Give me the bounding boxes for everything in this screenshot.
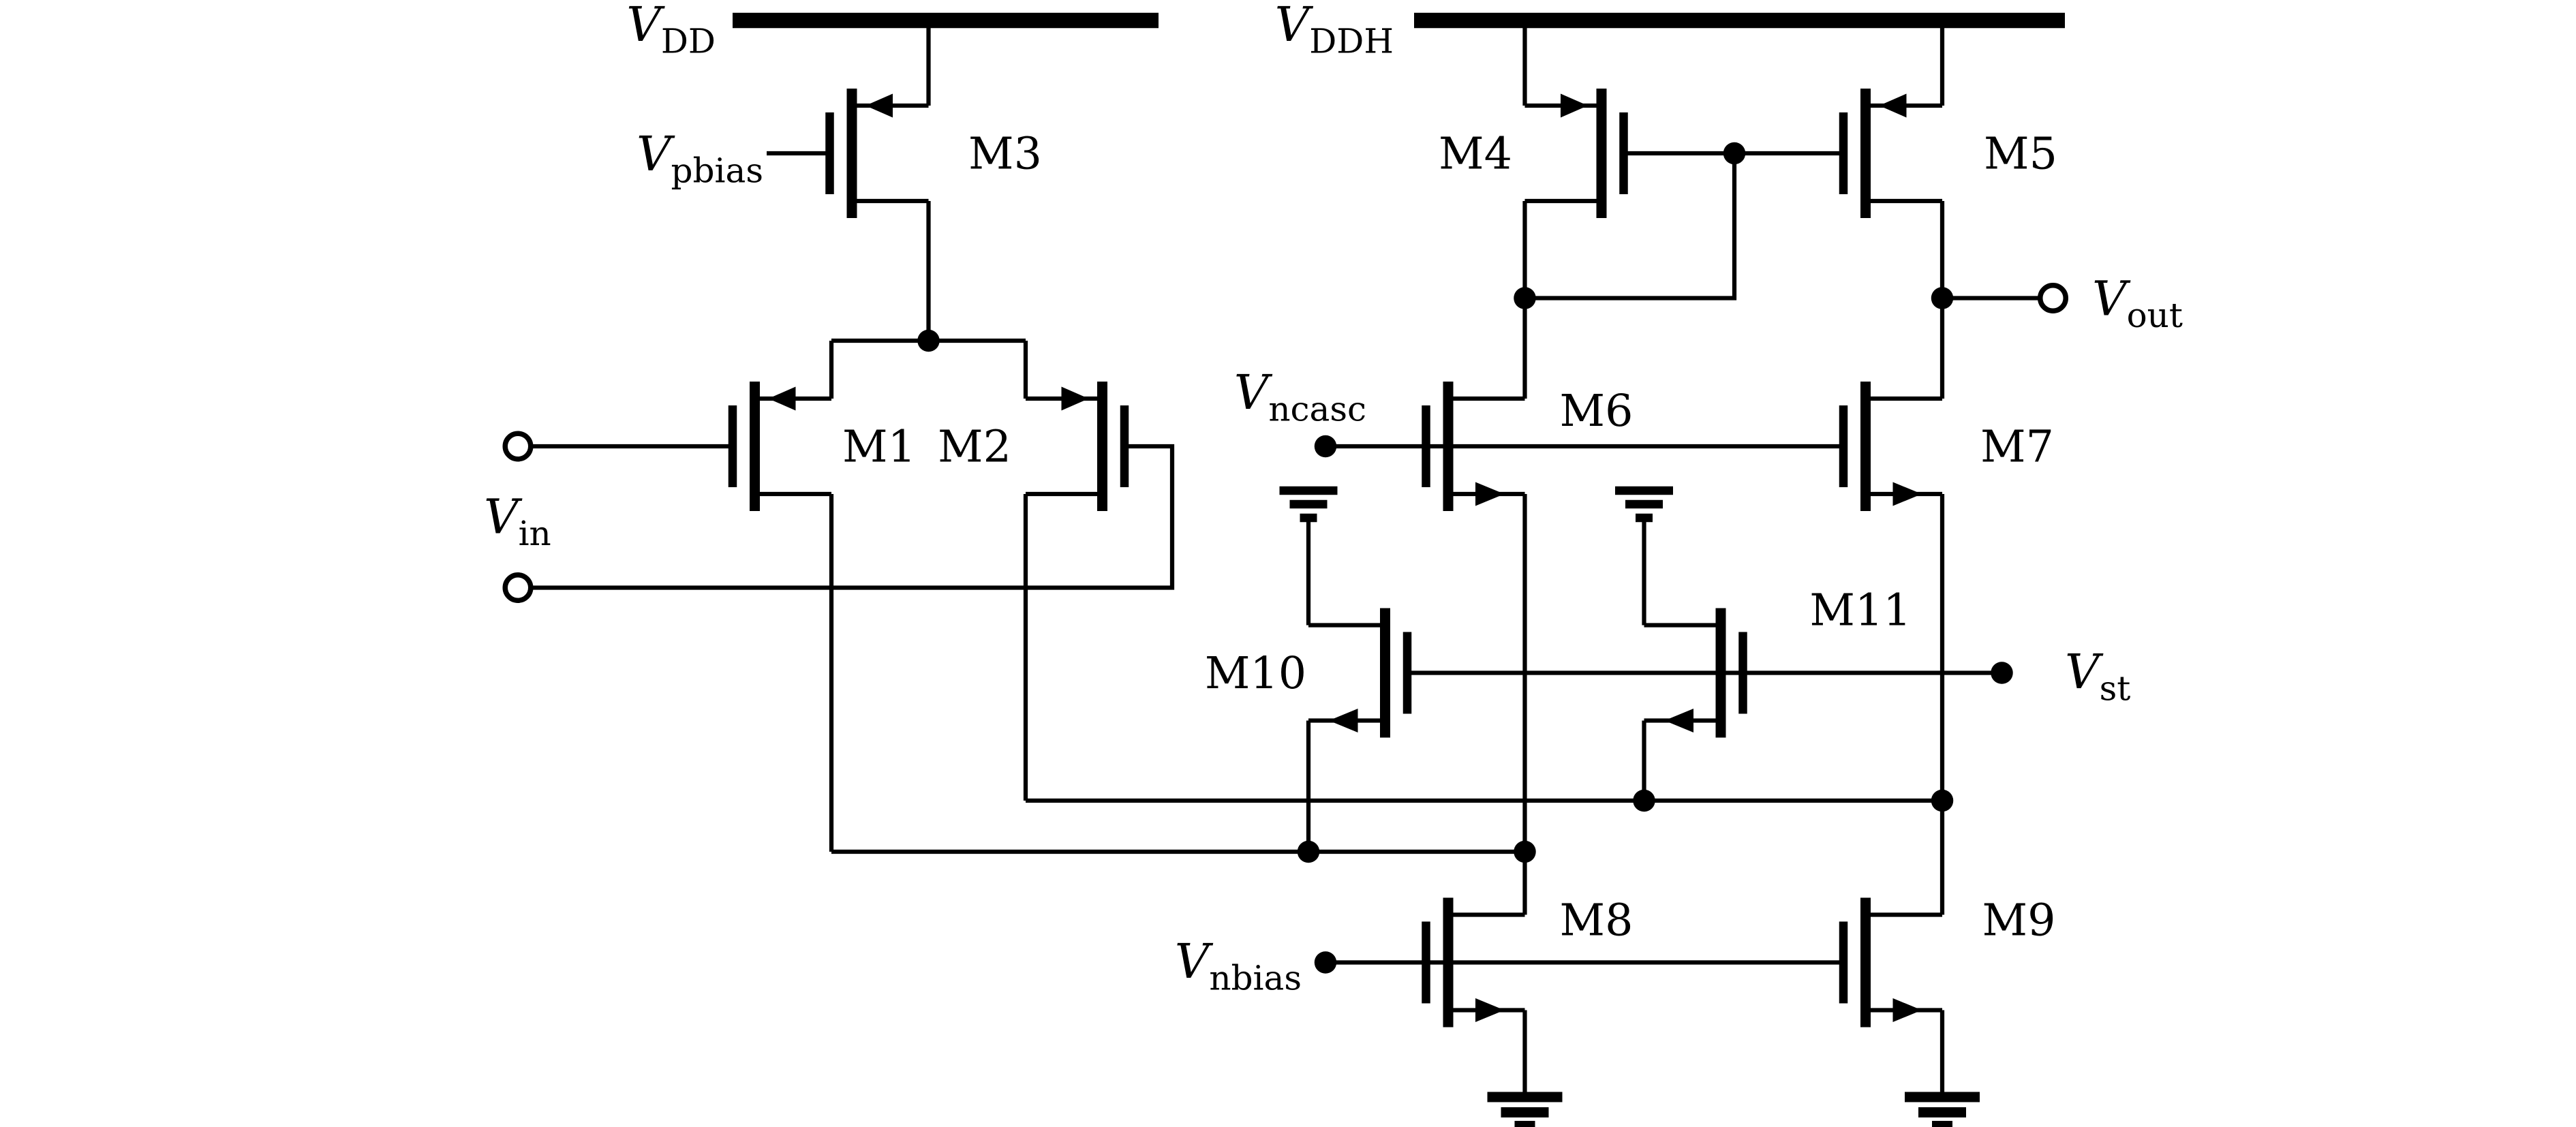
label-vst: Vst <box>2065 644 2130 709</box>
transistor-m2 <box>1026 382 1124 511</box>
junction-vout-node <box>1931 287 1954 309</box>
transistor-m1 <box>733 382 831 511</box>
label-vnbias: Vnbias <box>1175 933 1302 998</box>
label-m7: M7 <box>1980 422 2054 473</box>
transistor-m7 <box>1843 382 1942 511</box>
terminal-vin-plus <box>502 431 534 462</box>
label-m5: M5 <box>1984 129 2057 180</box>
label-m10: M10 <box>1205 648 1306 699</box>
transistor-m4 <box>1525 89 1624 218</box>
ground-m11-icon <box>1615 491 1673 518</box>
label-m8: M8 <box>1560 895 1634 946</box>
junction-m6-m8 <box>1514 840 1536 863</box>
label-vpbias: Vpbias <box>637 126 763 191</box>
wire-m4-diode-connection <box>1524 153 1737 300</box>
ground-m9-icon <box>1905 1097 1980 1126</box>
label-vddh: VDDH <box>1275 0 1394 61</box>
junction-mirror-gate <box>1723 142 1746 165</box>
label-m11: M11 <box>1809 585 1911 636</box>
terminal-vin-minus <box>502 572 534 604</box>
label-vdd: VDD <box>626 0 716 61</box>
transistor-m10 <box>1308 608 1407 738</box>
terminal-vnbias-dot <box>1314 951 1337 974</box>
ground-m10-icon <box>1280 491 1338 518</box>
wire-vin-minus <box>530 444 1175 590</box>
label-m6: M6 <box>1560 386 1634 437</box>
junction-m10-source <box>1297 840 1320 863</box>
junction-dots <box>917 142 2013 974</box>
junction-m7-m9 <box>1931 789 1954 812</box>
label-vncasc: Vncasc <box>1234 365 1366 429</box>
label-m9: M9 <box>1982 895 2056 946</box>
label-vout: Vout <box>2092 271 2183 336</box>
junction-tail <box>917 329 940 352</box>
label-m4: M4 <box>1439 129 1512 180</box>
junction-m11-source <box>1633 789 1655 812</box>
terminal-vncasc-dot <box>1314 435 1337 458</box>
label-m2: M2 <box>938 422 1011 473</box>
label-vin: Vin <box>484 489 551 554</box>
label-m3: M3 <box>968 129 1042 180</box>
label-m1: M1 <box>842 422 916 473</box>
transistor-m5 <box>1843 89 1942 218</box>
terminal-vst-dot <box>1991 662 2013 684</box>
transistor-m9 <box>1843 898 1942 1028</box>
transistor-m3 <box>830 89 929 218</box>
ground-m8-icon <box>1488 1097 1563 1126</box>
terminal-vout <box>2038 283 2068 314</box>
junction-m4-drain <box>1514 287 1536 309</box>
